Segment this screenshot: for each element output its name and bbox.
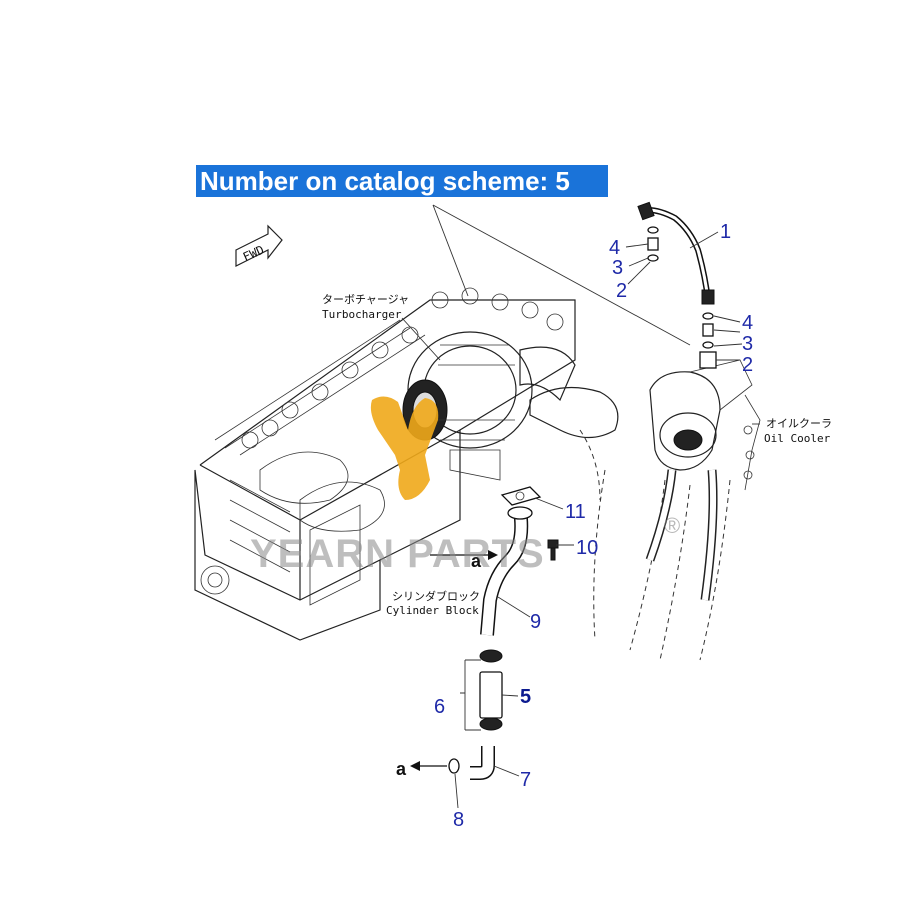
- callout-3-upper: 3: [612, 257, 623, 279]
- reference-arrow-a-upper: [430, 550, 498, 560]
- catalog-scheme-banner: Number on catalog scheme: 5: [196, 165, 608, 197]
- oil-cooler: [649, 359, 761, 491]
- callout-leaders: [454, 231, 743, 809]
- reference-label-a-upper: a: [471, 551, 482, 571]
- watermark-registered: ®: [664, 513, 680, 538]
- upper-fittings: [647, 226, 659, 262]
- callout-7: 7: [520, 769, 531, 791]
- fwd-arrow-icon: FWD: [235, 224, 283, 267]
- reference-label-a-lower: a: [396, 759, 407, 779]
- drain-tube: [480, 506, 533, 636]
- turbocharger-label-jp: ターボチャージャ: [322, 293, 409, 306]
- elbow-pipe: [470, 746, 495, 780]
- callout-9: 9: [530, 611, 541, 633]
- callout-5: 5: [520, 686, 531, 708]
- cylinder-block-label-en: Cylinder Block: [386, 604, 479, 617]
- o-ring: [448, 758, 460, 774]
- reference-arrow-a-lower: [410, 761, 447, 771]
- callout-10: 10: [576, 537, 598, 559]
- oil-inlet-tube: [637, 201, 715, 305]
- yearn-parts-logo: YEARN PARTS ®: [250, 396, 680, 576]
- callout-2-upper: 2: [616, 280, 627, 302]
- callout-4-upper: 4: [609, 237, 620, 259]
- oil-cooler-label-en: Oil Cooler: [764, 432, 831, 445]
- gasket: [500, 486, 542, 506]
- callout-4-lower: 4: [742, 312, 753, 334]
- cylinder-block-label-jp: シリンダブロック: [392, 589, 480, 603]
- lower-fittings: [699, 312, 717, 369]
- bolts: [547, 539, 559, 561]
- callout-8: 8: [453, 809, 464, 831]
- clamp-bracket: [460, 659, 481, 731]
- callout-11: 11: [565, 501, 586, 523]
- dashed-hoses: [579, 429, 731, 661]
- cooler-hoses: [645, 469, 718, 601]
- turbocharger-leader: [401, 317, 441, 361]
- banner-leaders: [432, 204, 691, 346]
- callout-numbers: 1 4 3 2 4 3 2 11 10 9 5 6 7 8: [434, 221, 753, 831]
- oil-cooler-label-jp: オイルクーラ: [766, 417, 832, 430]
- callout-6: 6: [434, 696, 445, 718]
- turbocharger-label-en: Turbocharger: [322, 308, 402, 321]
- watermark-text: YEARN PARTS: [250, 532, 545, 576]
- engine-block: [194, 287, 576, 641]
- connecting-hose: [479, 649, 503, 731]
- callout-3-lower: 3: [742, 333, 753, 355]
- callout-1: 1: [720, 221, 731, 243]
- callout-2-lower: 2: [742, 354, 753, 376]
